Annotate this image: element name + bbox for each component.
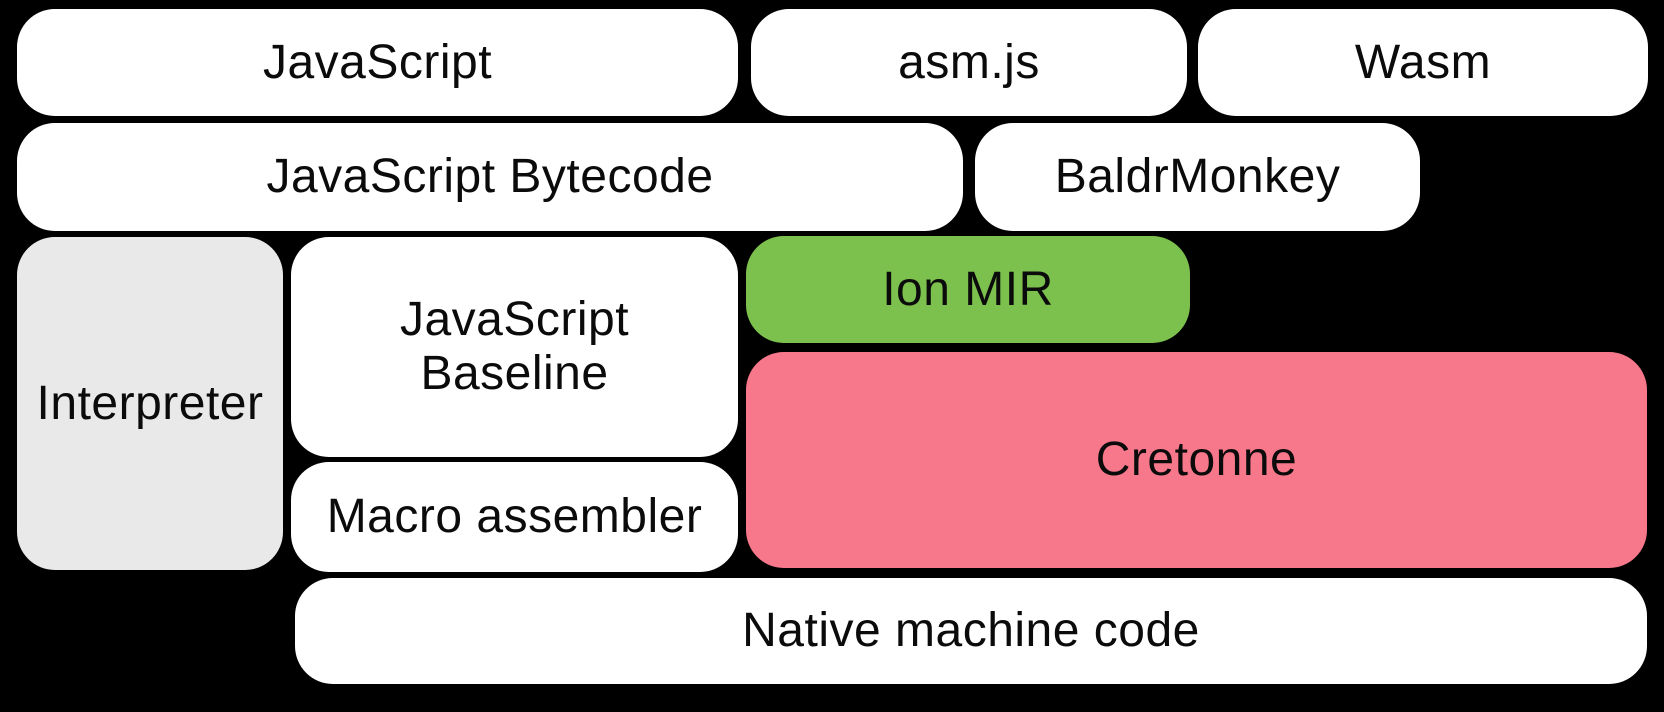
block-label-baldrmonkey: BaldrMonkey (1054, 150, 1341, 204)
block-label-javascript-baseline: JavaScript Baseline (399, 293, 630, 400)
block-asmjs: asm.js (751, 9, 1187, 116)
block-native-machine-code: Native machine code (295, 578, 1647, 684)
block-javascript: JavaScript (17, 9, 738, 116)
block-label-asmjs: asm.js (898, 35, 1040, 89)
block-label-macro-assembler: Macro assembler (326, 490, 703, 544)
block-label-javascript-bytecode: JavaScript Bytecode (266, 150, 714, 204)
block-label-ion-mir: Ion MIR (882, 262, 1054, 316)
block-label-javascript: JavaScript (262, 35, 493, 89)
block-javascript-baseline: JavaScript Baseline (291, 237, 738, 457)
block-label-wasm: Wasm (1354, 35, 1492, 89)
block-interpreter: Interpreter (17, 237, 283, 570)
block-macro-assembler: Macro assembler (291, 462, 738, 572)
block-label-cretonne: Cretonne (1095, 433, 1298, 487)
block-label-interpreter: Interpreter (36, 376, 264, 430)
block-label-native-machine-code: Native machine code (742, 604, 1200, 658)
block-wasm: Wasm (1198, 9, 1648, 116)
block-baldrmonkey: BaldrMonkey (975, 123, 1420, 231)
block-javascript-bytecode: JavaScript Bytecode (17, 123, 963, 231)
block-ion-mir: Ion MIR (746, 236, 1190, 343)
block-cretonne: Cretonne (746, 352, 1647, 568)
